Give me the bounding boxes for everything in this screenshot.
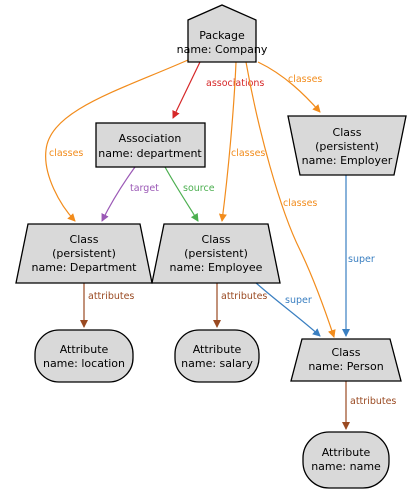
edge-label-classes-employer: classes	[288, 74, 322, 85]
employer-stereotype-label: (persistent)	[315, 140, 379, 153]
association-name-label: name: department	[98, 147, 202, 160]
employee-type-label: Class	[202, 233, 231, 246]
employee-class-node[interactable]: Class (persistent) name: Employee	[151, 223, 281, 284]
department-name-label: name: Department	[32, 261, 138, 274]
edge-label-super-employer: super	[348, 254, 375, 265]
attribute-location-name-label: name: location	[43, 357, 125, 370]
person-class-node[interactable]: Class name: Person	[290, 338, 402, 382]
department-type-label: Class	[70, 233, 99, 246]
attribute-salary-node[interactable]: Attribute name: salary	[174, 329, 260, 383]
association-type-label: Association	[119, 132, 182, 145]
attribute-name-name-label: name: name	[311, 460, 381, 473]
department-class-node[interactable]: Class (persistent) name: Department	[15, 223, 153, 284]
association-node[interactable]: Association name: department	[95, 122, 206, 168]
employee-stereotype-label: (persistent)	[184, 247, 248, 260]
department-stereotype-label: (persistent)	[52, 247, 116, 260]
package-name-label: name: Company	[177, 43, 268, 56]
edge-associations	[172, 61, 201, 119]
attribute-salary-name-label: name: salary	[181, 357, 253, 370]
edge-label-classes-employee: classes	[231, 148, 265, 159]
employer-type-label: Class	[333, 126, 362, 139]
employee-name-label: name: Employee	[170, 261, 263, 274]
attribute-location-node[interactable]: Attribute name: location	[34, 329, 134, 383]
employer-name-label: name: Employer	[302, 154, 393, 167]
edge-label-attributes-department: attributes	[88, 291, 134, 302]
package-node[interactable]: Package name: Company	[177, 4, 268, 63]
edge-label-classes-department: classes	[49, 148, 83, 159]
employer-class-node[interactable]: Class (persistent) name: Employer	[287, 115, 407, 176]
attribute-salary-type-label: Attribute	[193, 343, 242, 356]
edge-label-super-employee: super	[285, 295, 312, 306]
edge-label-attributes-employee: attributes	[221, 291, 267, 302]
attribute-name-node[interactable]: Attribute name: name	[302, 431, 390, 489]
edge-label-target: target	[130, 183, 159, 194]
attribute-name-type-label: Attribute	[322, 446, 371, 459]
attribute-location-type-label: Attribute	[60, 343, 109, 356]
edge-classes-employee	[218, 61, 237, 222]
edge-label-source: source	[183, 183, 215, 194]
package-type-label: Package	[199, 29, 245, 42]
edge-label-classes-person: classes	[283, 198, 317, 209]
person-type-label: Class	[332, 346, 361, 359]
edge-classes-employer	[257, 61, 321, 113]
edge-classes-department	[45, 59, 189, 222]
edge-source	[164, 166, 199, 222]
edge-classes-person	[245, 61, 336, 338]
edge-target	[101, 166, 136, 222]
edge-super-employee	[254, 281, 321, 337]
edge-label-attributes-person: attributes	[350, 396, 396, 407]
person-name-label: name: Person	[308, 360, 383, 373]
